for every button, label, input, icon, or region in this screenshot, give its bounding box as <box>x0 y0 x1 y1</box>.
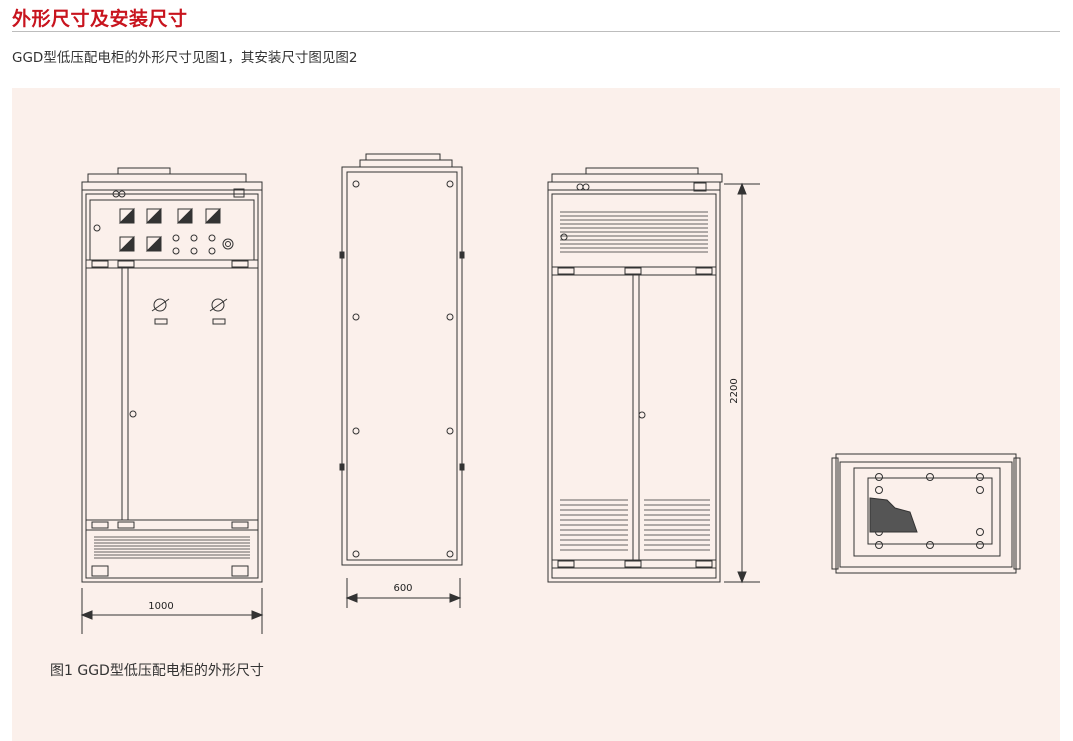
dim-height: 2200 <box>729 378 740 403</box>
side-view: 600 <box>339 153 465 608</box>
section-title: 外形尺寸及安装尺寸 <box>12 8 188 30</box>
dim-width-front: 1000 <box>148 601 173 612</box>
dim-width-side: 600 <box>393 583 412 594</box>
cabinet-drawing: 1000 600 <box>80 153 1021 634</box>
title-divider <box>12 31 1060 32</box>
front-view: 1000 <box>80 167 264 634</box>
meter-row-top <box>118 207 221 224</box>
figure-caption: 图1 GGD型低压配电柜的外形尺寸 <box>50 663 264 679</box>
intro-text: GGD型低压配电柜的外形尺寸见图1，其安装尺寸图见图2 <box>12 50 358 66</box>
side-bolts <box>352 180 454 558</box>
base-view <box>831 453 1021 574</box>
figure-panel: 1000 600 <box>12 88 1060 741</box>
rear-view: 2200 <box>547 167 760 584</box>
